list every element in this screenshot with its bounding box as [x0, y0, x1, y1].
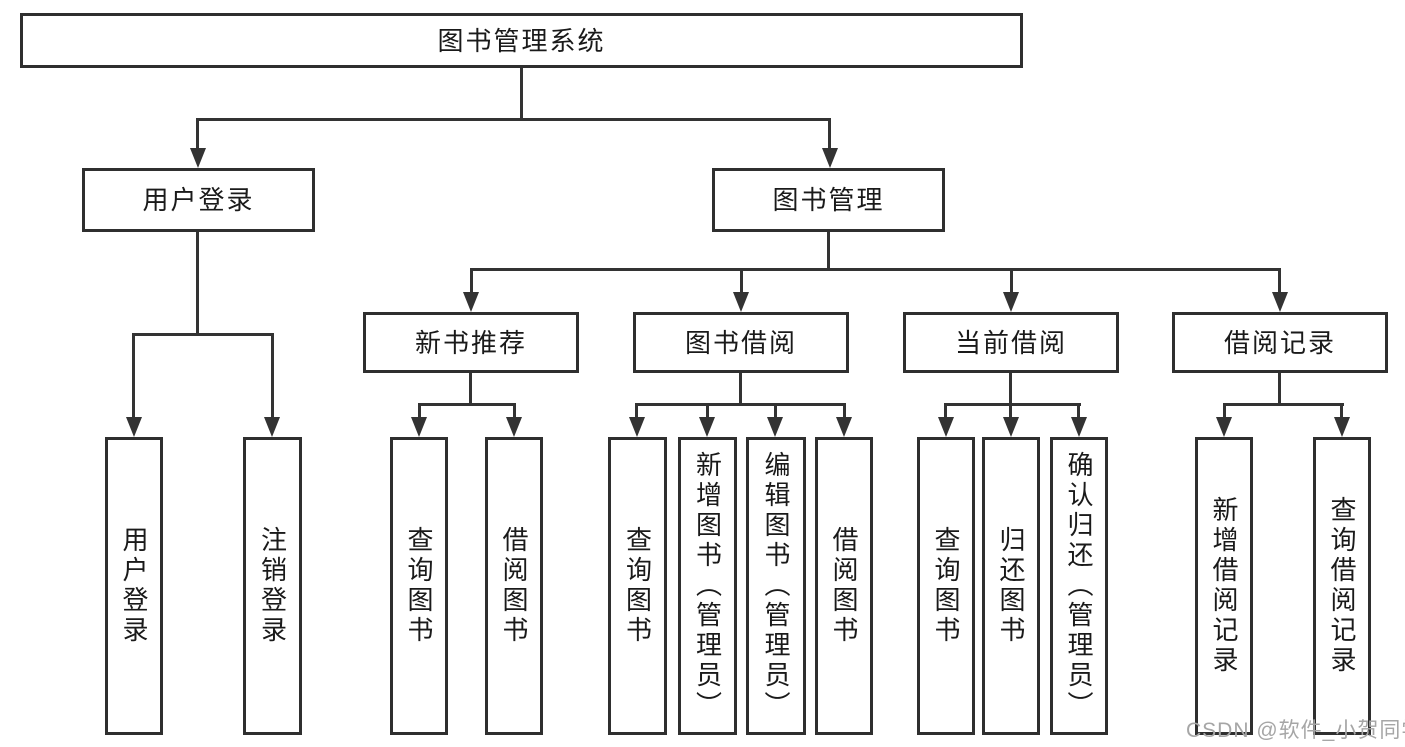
node-label: 确认归还（管理员）	[1064, 451, 1094, 721]
connector-line	[944, 403, 947, 419]
node-label: 当前借阅	[954, 327, 1067, 358]
connector-line	[418, 403, 516, 406]
node-leaf-logout: 注销登录	[243, 437, 302, 735]
arrow-down-icon	[506, 417, 522, 437]
node-label: 用户登录	[142, 185, 255, 215]
node-leaf-edit-books-admin: 编辑图书（管理员）	[746, 437, 806, 735]
arrow-down-icon	[822, 148, 838, 168]
node-user-login: 用户登录	[82, 168, 315, 232]
node-leaf-user-login: 用户登录	[105, 437, 163, 735]
arrow-down-icon	[411, 417, 427, 437]
node-label: 图书管理系统	[437, 25, 606, 56]
node-library-management-system: 图书管理系统	[20, 13, 1023, 68]
arrow-down-icon	[1003, 292, 1019, 312]
node-label: 图书借阅	[684, 327, 797, 358]
node-leaf-add-borrow-record: 新增借阅记录	[1195, 437, 1253, 735]
connector-line	[271, 333, 274, 419]
connector-line	[1223, 403, 1226, 419]
node-label: 新书推荐	[414, 327, 527, 358]
node-label: 归还图书	[996, 526, 1026, 646]
connector-line	[635, 403, 638, 419]
node-new-book-recommend: 新书推荐	[363, 312, 579, 373]
connector-line	[196, 232, 199, 336]
node-label: 借阅记录	[1223, 327, 1336, 358]
arrow-down-icon	[1272, 292, 1288, 312]
arrow-down-icon	[1334, 417, 1350, 437]
arrow-down-icon	[1003, 417, 1019, 437]
connector-line	[739, 373, 742, 406]
connector-line	[470, 268, 473, 296]
node-leaf-confirm-return-admin: 确认归还（管理员）	[1050, 437, 1108, 735]
node-current-borrow: 当前借阅	[903, 312, 1119, 373]
node-label: 注销登录	[257, 526, 288, 646]
connector-line	[843, 403, 846, 419]
connector-line	[1223, 403, 1344, 406]
node-label: 用户登录	[119, 526, 149, 646]
node-book-borrow: 图书借阅	[633, 312, 849, 373]
node-leaf-return-books: 归还图书	[982, 437, 1040, 735]
arrow-down-icon	[264, 417, 280, 437]
node-borrow-records: 借阅记录	[1172, 312, 1388, 373]
connector-line	[828, 118, 831, 150]
connector-line	[706, 403, 709, 419]
node-label: 查询图书	[622, 526, 653, 646]
arrow-down-icon	[1071, 417, 1087, 437]
connector-line	[1009, 403, 1012, 419]
connector-line	[196, 118, 831, 121]
connector-line	[944, 403, 1081, 406]
connector-line	[132, 333, 135, 419]
connector-line	[774, 403, 777, 419]
arrow-down-icon	[463, 292, 479, 312]
arrow-down-icon	[629, 417, 645, 437]
node-label: 新增借阅记录	[1209, 496, 1239, 676]
node-label: 新增图书（管理员）	[692, 451, 723, 721]
node-leaf-query-borrow-record: 查询借阅记录	[1313, 437, 1371, 735]
node-leaf-add-books-admin: 新增图书（管理员）	[678, 437, 737, 735]
arrow-down-icon	[190, 148, 206, 168]
connector-line	[740, 268, 743, 296]
node-book-management: 图书管理	[712, 168, 945, 232]
connector-line	[470, 268, 1281, 271]
connector-line	[635, 403, 846, 406]
node-label: 图书管理	[772, 185, 885, 215]
node-label: 借阅图书	[829, 526, 859, 646]
node-leaf-borrow-books: 借阅图书	[815, 437, 873, 735]
node-label: 查询借阅记录	[1327, 496, 1357, 676]
node-leaf-borrow-books-recommend: 借阅图书	[485, 437, 543, 735]
arrow-down-icon	[733, 292, 749, 312]
arrow-down-icon	[1216, 417, 1232, 437]
node-label: 编辑图书（管理员）	[761, 451, 791, 721]
csdn-watermark: CSDN @软件_小贺同学	[1186, 719, 1405, 742]
connector-line	[513, 403, 516, 419]
connector-line	[196, 118, 199, 150]
node-label: 借阅图书	[499, 526, 529, 646]
node-label: 查询图书	[931, 526, 961, 646]
connector-line	[1077, 403, 1080, 419]
connector-line	[132, 333, 274, 336]
node-leaf-query-books-borrow: 查询图书	[608, 437, 667, 735]
arrow-down-icon	[699, 417, 715, 437]
node-leaf-query-books-current: 查询图书	[917, 437, 975, 735]
connector-line	[1009, 373, 1012, 406]
connector-line	[1278, 373, 1281, 406]
connector-line	[1340, 403, 1343, 419]
connector-line	[418, 403, 421, 419]
connector-line	[520, 68, 523, 120]
arrow-down-icon	[767, 417, 783, 437]
arrow-down-icon	[836, 417, 852, 437]
connector-line	[469, 373, 472, 406]
connector-line	[1278, 268, 1281, 296]
arrow-down-icon	[126, 417, 142, 437]
arrow-down-icon	[938, 417, 954, 437]
connector-line	[1010, 268, 1013, 296]
node-leaf-query-books-recommend: 查询图书	[390, 437, 448, 735]
connector-line	[827, 232, 830, 271]
node-label: 查询图书	[404, 526, 434, 646]
